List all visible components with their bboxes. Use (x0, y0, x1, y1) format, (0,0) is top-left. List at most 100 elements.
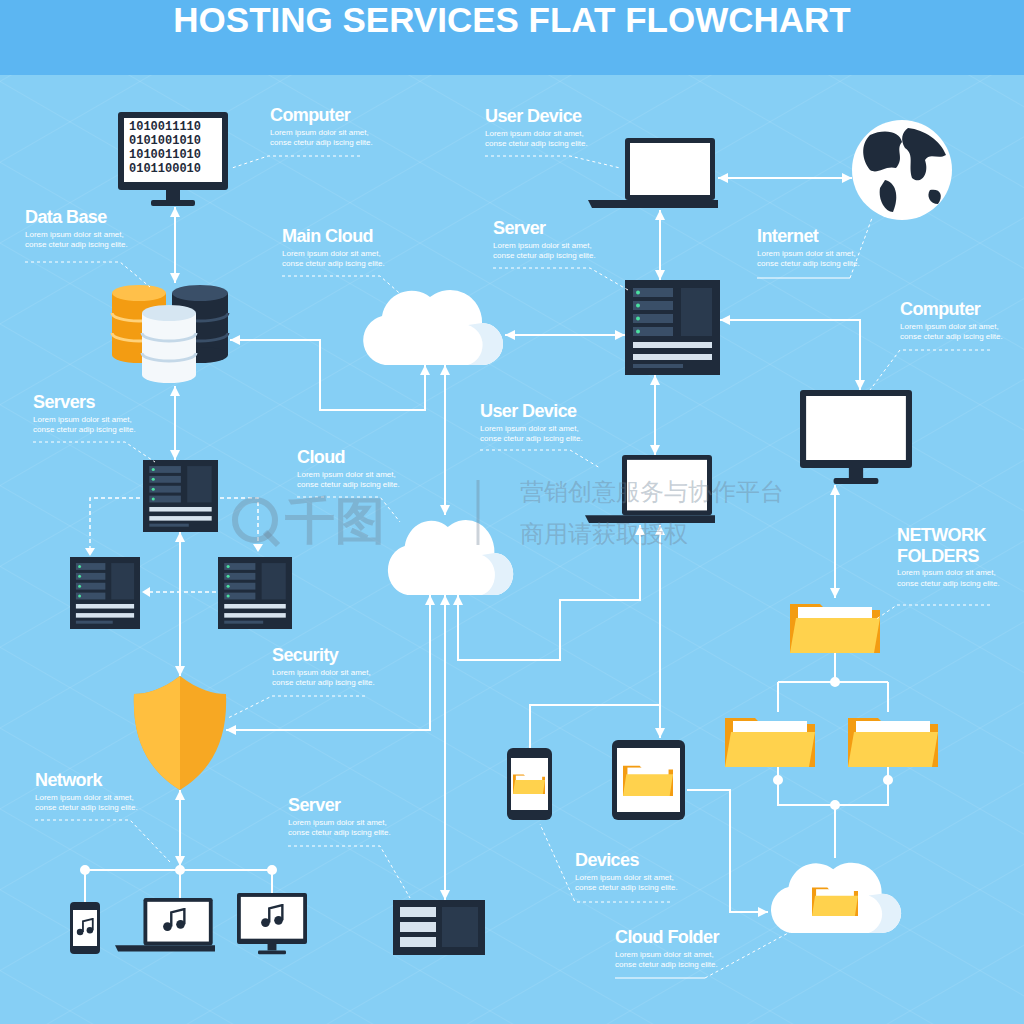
node-caption: User DeviceLorem ipsum dolor sit amet, c… (485, 106, 597, 149)
node-heading: Computer (270, 105, 382, 126)
arrowhead (85, 544, 263, 597)
node-heading: Server (288, 795, 400, 816)
node-caption: ServersLorem ipsum dolor sit amet, conse… (33, 392, 145, 435)
folder-icon (812, 887, 858, 916)
node-heading: Devices (575, 850, 687, 871)
node-caption: Main CloudLorem ipsum dolor sit amet, co… (282, 226, 394, 269)
node-heading: Cloud (297, 447, 409, 468)
connector (179, 532, 181, 676)
node-heading: Data Base (25, 207, 137, 228)
node-caption: ComputerLorem ipsum dolor sit amet, cons… (900, 299, 1012, 342)
node-body: Lorem ipsum dolor sit amet, conse ctetur… (35, 793, 147, 814)
icon-node: ComputerLorem ipsum dolor sit amet, cons… (800, 390, 912, 485)
node-body: Lorem ipsum dolor sit amet, conse ctetur… (900, 322, 1012, 343)
node-caption: SecurityLorem ipsum dolor sit amet, cons… (272, 645, 384, 688)
node-caption: User DeviceLorem ipsum dolor sit amet, c… (480, 401, 592, 444)
node-caption: ComputerLorem ipsum dolor sit amet, cons… (270, 105, 382, 148)
leader-line (25, 156, 990, 978)
connector (444, 595, 446, 900)
connector (720, 320, 860, 390)
node-body: Lorem ipsum dolor sit amet, conse ctetur… (288, 818, 400, 839)
connector (174, 386, 176, 460)
icon-node: ServersLorem ipsum dolor sit amet, conse… (143, 460, 218, 532)
cloud-icon (363, 290, 503, 365)
icon-node: User DeviceLorem ipsum dolor sit amet, c… (588, 138, 718, 210)
node-body: Lorem ipsum dolor sit amet, conse ctetur… (485, 129, 597, 150)
icon-node: NETWORK FOLDERSLorem ipsum dolor sit ame… (720, 598, 942, 805)
icon-node: InternetLorem ipsum dolor sit amet, cons… (852, 120, 952, 220)
connector (174, 207, 176, 283)
shield-icon (134, 676, 226, 790)
node-heading: Cloud Folder (615, 927, 727, 948)
server-icon (625, 280, 720, 375)
connector (834, 485, 836, 598)
branch-line (530, 705, 660, 748)
node-caption: DevicesLorem ipsum dolor sit amet, conse… (575, 850, 687, 893)
server-icon (143, 460, 218, 532)
icon-node: SecurityLorem ipsum dolor sit amet, cons… (134, 676, 226, 790)
server-icon (70, 557, 140, 629)
icon-node: DevicesLorem ipsum dolor sit amet, conse… (505, 738, 687, 823)
icon-node: Cloud FolderLorem ipsum dolor sit amet, … (768, 858, 903, 933)
screen-code: 1010011110 (129, 120, 201, 134)
node-caption: ServerLorem ipsum dolor sit amet, conse … (493, 218, 605, 261)
node-body: Lorem ipsum dolor sit amet, conse ctetur… (25, 230, 137, 251)
watermark: 千图 (285, 488, 385, 555)
monitor-icon (118, 112, 228, 206)
server-icon (218, 557, 292, 629)
connector (659, 525, 661, 738)
node-heading: Network (35, 770, 147, 791)
monitor-icon (237, 893, 307, 954)
tablet-icon (612, 740, 685, 820)
node-body: Lorem ipsum dolor sit amet, conse ctetur… (575, 873, 687, 894)
node-body: Lorem ipsum dolor sit amet, conse ctetur… (297, 470, 409, 491)
connector (834, 805, 836, 858)
node-heading: User Device (480, 401, 592, 422)
node-heading: NETWORK FOLDERS (897, 525, 1009, 566)
screen-code: 0101100010 (129, 162, 201, 176)
node-caption: Data BaseLorem ipsum dolor sit amet, con… (25, 207, 137, 250)
node-body: Lorem ipsum dolor sit amet, conse ctetur… (757, 249, 869, 270)
cloud-icon (388, 520, 513, 595)
node-caption: NETWORK FOLDERSLorem ipsum dolor sit ame… (897, 525, 1009, 589)
node-heading: Security (272, 645, 384, 666)
laptop-icon (588, 138, 718, 208)
title: HOSTING SERVICES FLAT FLOWCHART (0, 0, 1024, 75)
folder-icon (790, 604, 880, 653)
node-heading: Internet (757, 226, 869, 247)
node-caption: InternetLorem ipsum dolor sit amet, cons… (757, 226, 869, 269)
node-heading: Main Cloud (282, 226, 394, 247)
shield-icon (134, 676, 180, 790)
cloud-icon (771, 863, 901, 933)
connector (179, 790, 181, 866)
node-caption: ServerLorem ipsum dolor sit amet, conse … (288, 795, 400, 838)
connector (687, 790, 768, 912)
node-heading: Computer (900, 299, 1012, 320)
folder-icon (848, 718, 938, 767)
connector (659, 210, 661, 280)
node-heading: Server (493, 218, 605, 239)
screen-code: 1010011010 (129, 148, 201, 162)
node-body: Lorem ipsum dolor sit amet, conse ctetur… (272, 668, 384, 689)
watermark: 营销创意服务与协作平台 (520, 476, 784, 508)
node-body: Lorem ipsum dolor sit amet, conse ctetur… (493, 241, 605, 262)
node-heading: Servers (33, 392, 145, 413)
phone-icon (507, 748, 552, 820)
icon-node: CloudLorem ipsum dolor sit amet, conse c… (385, 515, 515, 595)
node-body: Lorem ipsum dolor sit amet, conse ctetur… (33, 415, 145, 436)
icon-node: NetworkLorem ipsum dolor sit amet, conse… (62, 866, 310, 958)
node-caption: CloudLorem ipsum dolor sit amet, conse c… (297, 447, 409, 490)
connector (230, 340, 425, 410)
laptop-icon (115, 898, 215, 951)
node-caption: NetworkLorem ipsum dolor sit amet, conse… (35, 770, 147, 813)
watermark: 商用请获取授权 (520, 518, 688, 550)
node-heading: User Device (485, 106, 597, 127)
folder-icon (725, 718, 815, 767)
node-body: Lorem ipsum dolor sit amet, conse ctetur… (270, 128, 382, 149)
database-icon (112, 285, 228, 383)
screen-code: 0101001010 (129, 134, 201, 148)
node-caption: Cloud FolderLorem ipsum dolor sit amet, … (615, 927, 727, 970)
connector (654, 375, 656, 455)
